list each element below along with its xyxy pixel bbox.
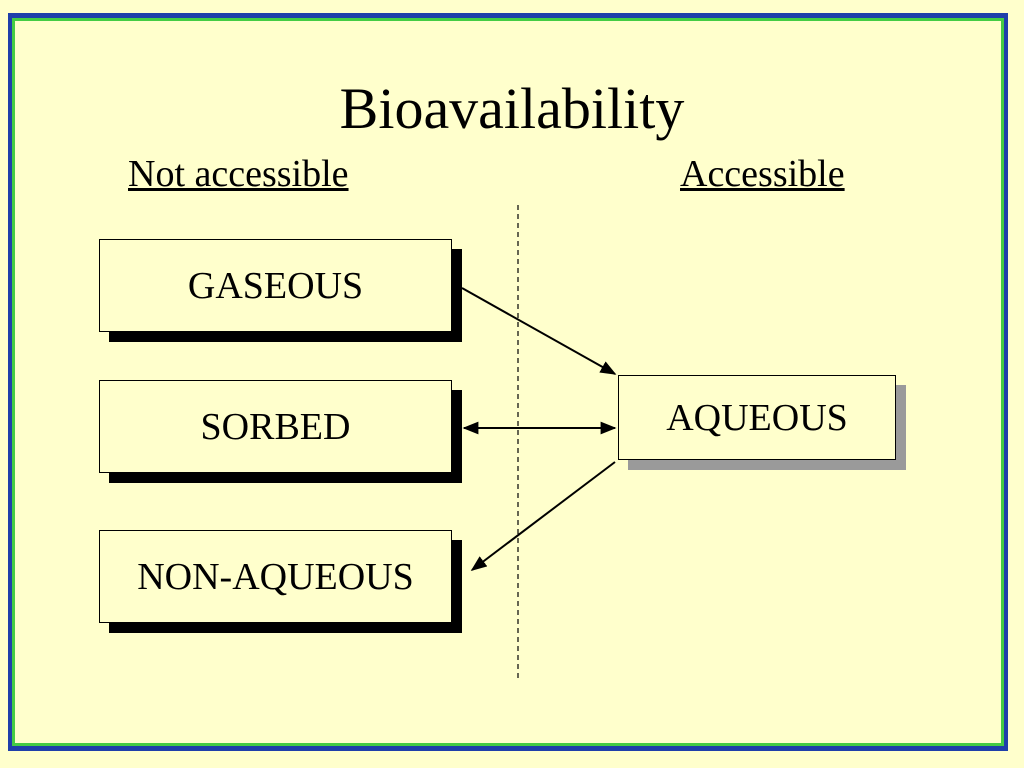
slide-frame-blue <box>8 13 1008 751</box>
aqueous-box: AQUEOUS <box>618 375 896 460</box>
arrow-aqueous-to-non-aqueous <box>470 461 616 571</box>
gaseous-label: GASEOUS <box>187 264 364 307</box>
slide-frame-green <box>12 18 1004 746</box>
arrow-gaseous-to-aqueous <box>461 287 617 375</box>
accessible-heading: Accessible <box>680 153 845 195</box>
sorbed-box: SORBED <box>99 380 452 473</box>
sorbed-label: SORBED <box>200 405 351 448</box>
aqueous-label: AQUEOUS <box>666 396 848 439</box>
gaseous-box: GASEOUS <box>99 239 452 332</box>
not-accessible-heading: Not accessible <box>128 153 349 195</box>
non-aqueous-label: NON-AQUEOUS <box>137 555 414 598</box>
non-aqueous-box: NON-AQUEOUS <box>99 530 452 623</box>
slide-title: Bioavailability <box>339 76 685 141</box>
